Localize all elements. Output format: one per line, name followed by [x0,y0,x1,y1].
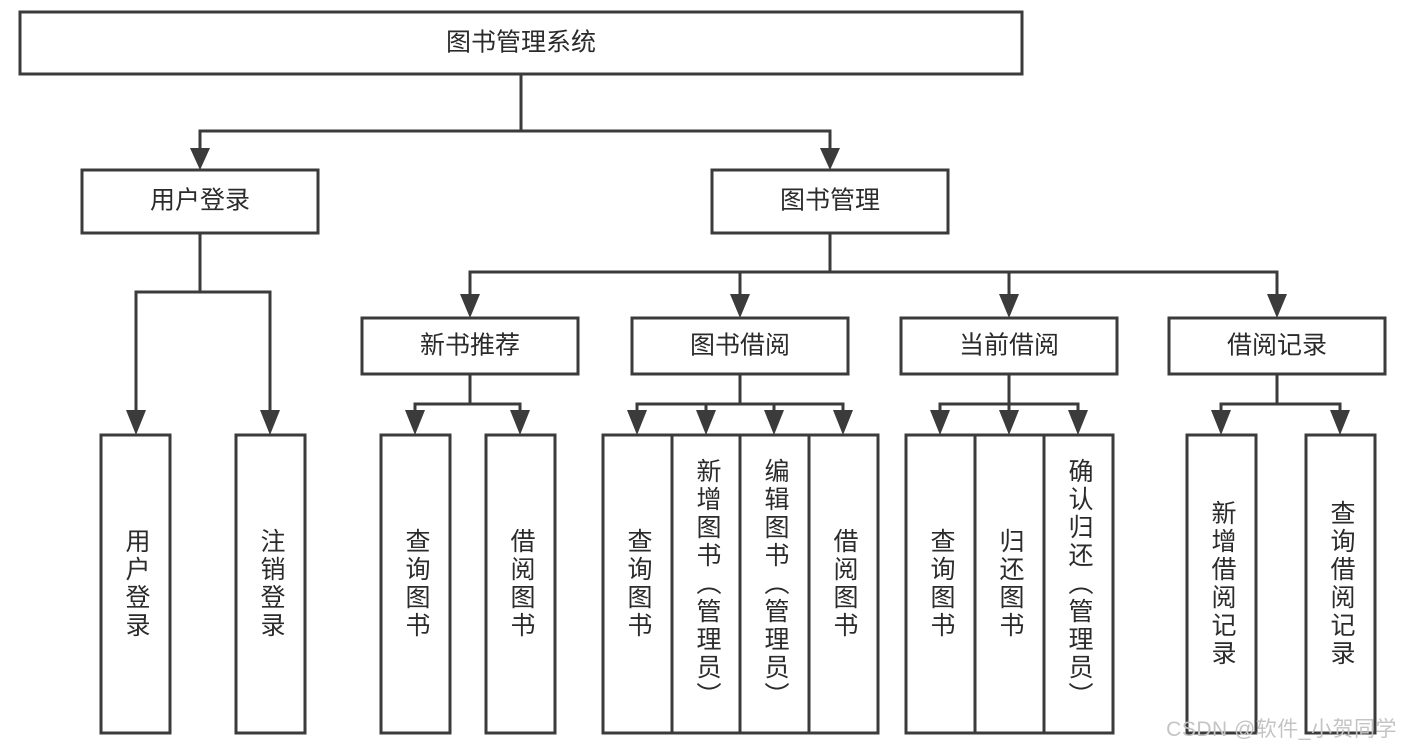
node-leaf-add-book-box[interactable] [670,433,743,735]
arrow-head-leaf-query-book-1 [405,410,425,435]
node-user-login-box[interactable] [80,168,320,235]
node-borrow-record-label: 借阅记录 [1227,332,1327,360]
node-current-borrow[interactable]: 当前借阅 [899,316,1119,376]
node-user-login[interactable]: 用户登录 [80,168,320,235]
node-leaf-query-book-1-box[interactable] [379,433,452,735]
arrow-head-new-book-rec [460,294,480,318]
node-root-label: 图书管理系统 [446,29,596,57]
arrow-head-borrow-record [1267,294,1287,318]
node-new-book-rec-box[interactable] [360,316,580,376]
node-book-manage[interactable]: 图书管理 [710,168,950,235]
node-book-borrow-label: 图书借阅 [690,332,790,360]
node-leaf-query-record-box[interactable] [1304,433,1377,735]
arrow-head-leaf-borrow-book-1 [510,410,530,435]
node-leaf-query-book-2-box[interactable] [601,433,674,735]
node-leaf-borrow-book-1-box[interactable] [484,433,557,735]
arrow-head-leaf-query-record [1330,410,1350,435]
node-leaf-confirm-return-box[interactable] [1042,433,1115,735]
arrow-head-leaf-borrow-book-2 [833,410,853,435]
arrow-head-leaf-return-book [999,410,1019,435]
arrow-head-book-borrow [730,294,750,318]
connector-group-book-borrow [627,372,853,435]
node-leaf-borrow-book-2-box[interactable] [807,433,880,735]
arrow-head-current-borrow [999,294,1019,318]
node-leaf-user-login-box[interactable] [99,433,172,735]
node-leaf-query-book-3-box[interactable] [904,433,977,735]
node-new-book-rec[interactable]: 新书推荐 [360,316,580,376]
arrow-head-leaf-query-book-2 [627,410,647,435]
arrow-head-user-login [190,148,210,170]
connector-group-book-manage [460,231,1287,318]
arrow-head-leaf-edit-book [764,410,784,435]
node-book-manage-box[interactable] [710,168,950,235]
arrow-head-leaf-add-record [1211,410,1231,435]
node-root-box[interactable] [18,10,1024,76]
node-user-login-label: 用户登录 [150,187,250,215]
arrow-head-leaf-query-book-3 [930,410,950,435]
node-borrow-record[interactable]: 借阅记录 [1167,316,1387,376]
arrow-head-leaf-confirm-return [1068,410,1088,435]
connector-group-new-book-rec [405,372,530,435]
node-book-borrow-box[interactable] [630,316,850,376]
node-root[interactable]: 图书管理系统 [18,10,1024,76]
arrow-head-leaf-user-login [126,410,146,435]
connector-group-current-borrow [930,372,1088,435]
node-current-borrow-label: 当前借阅 [959,332,1059,360]
connector-group-root [190,72,840,170]
arrow-head-leaf-logout-login [260,410,280,435]
node-leaf-add-record-box[interactable] [1185,433,1258,735]
node-leaf-logout-login-box[interactable] [234,433,307,735]
connector-group-user-login [126,231,280,435]
node-book-manage-label: 图书管理 [780,187,880,215]
arrow-head-leaf-add-book [696,410,716,435]
node-new-book-rec-label: 新书推荐 [420,332,520,360]
csdn-watermark: CSDN @软件_小贺同学 [1166,718,1397,741]
connector-group-borrow-record [1211,372,1350,435]
node-current-borrow-box[interactable] [899,316,1119,376]
arrow-head-book-manage [820,148,840,170]
node-borrow-record-box[interactable] [1167,316,1387,376]
node-leaf-edit-book-box[interactable] [738,433,811,735]
node-leaf-return-book-box[interactable] [973,433,1046,735]
node-book-borrow[interactable]: 图书借阅 [630,316,850,376]
